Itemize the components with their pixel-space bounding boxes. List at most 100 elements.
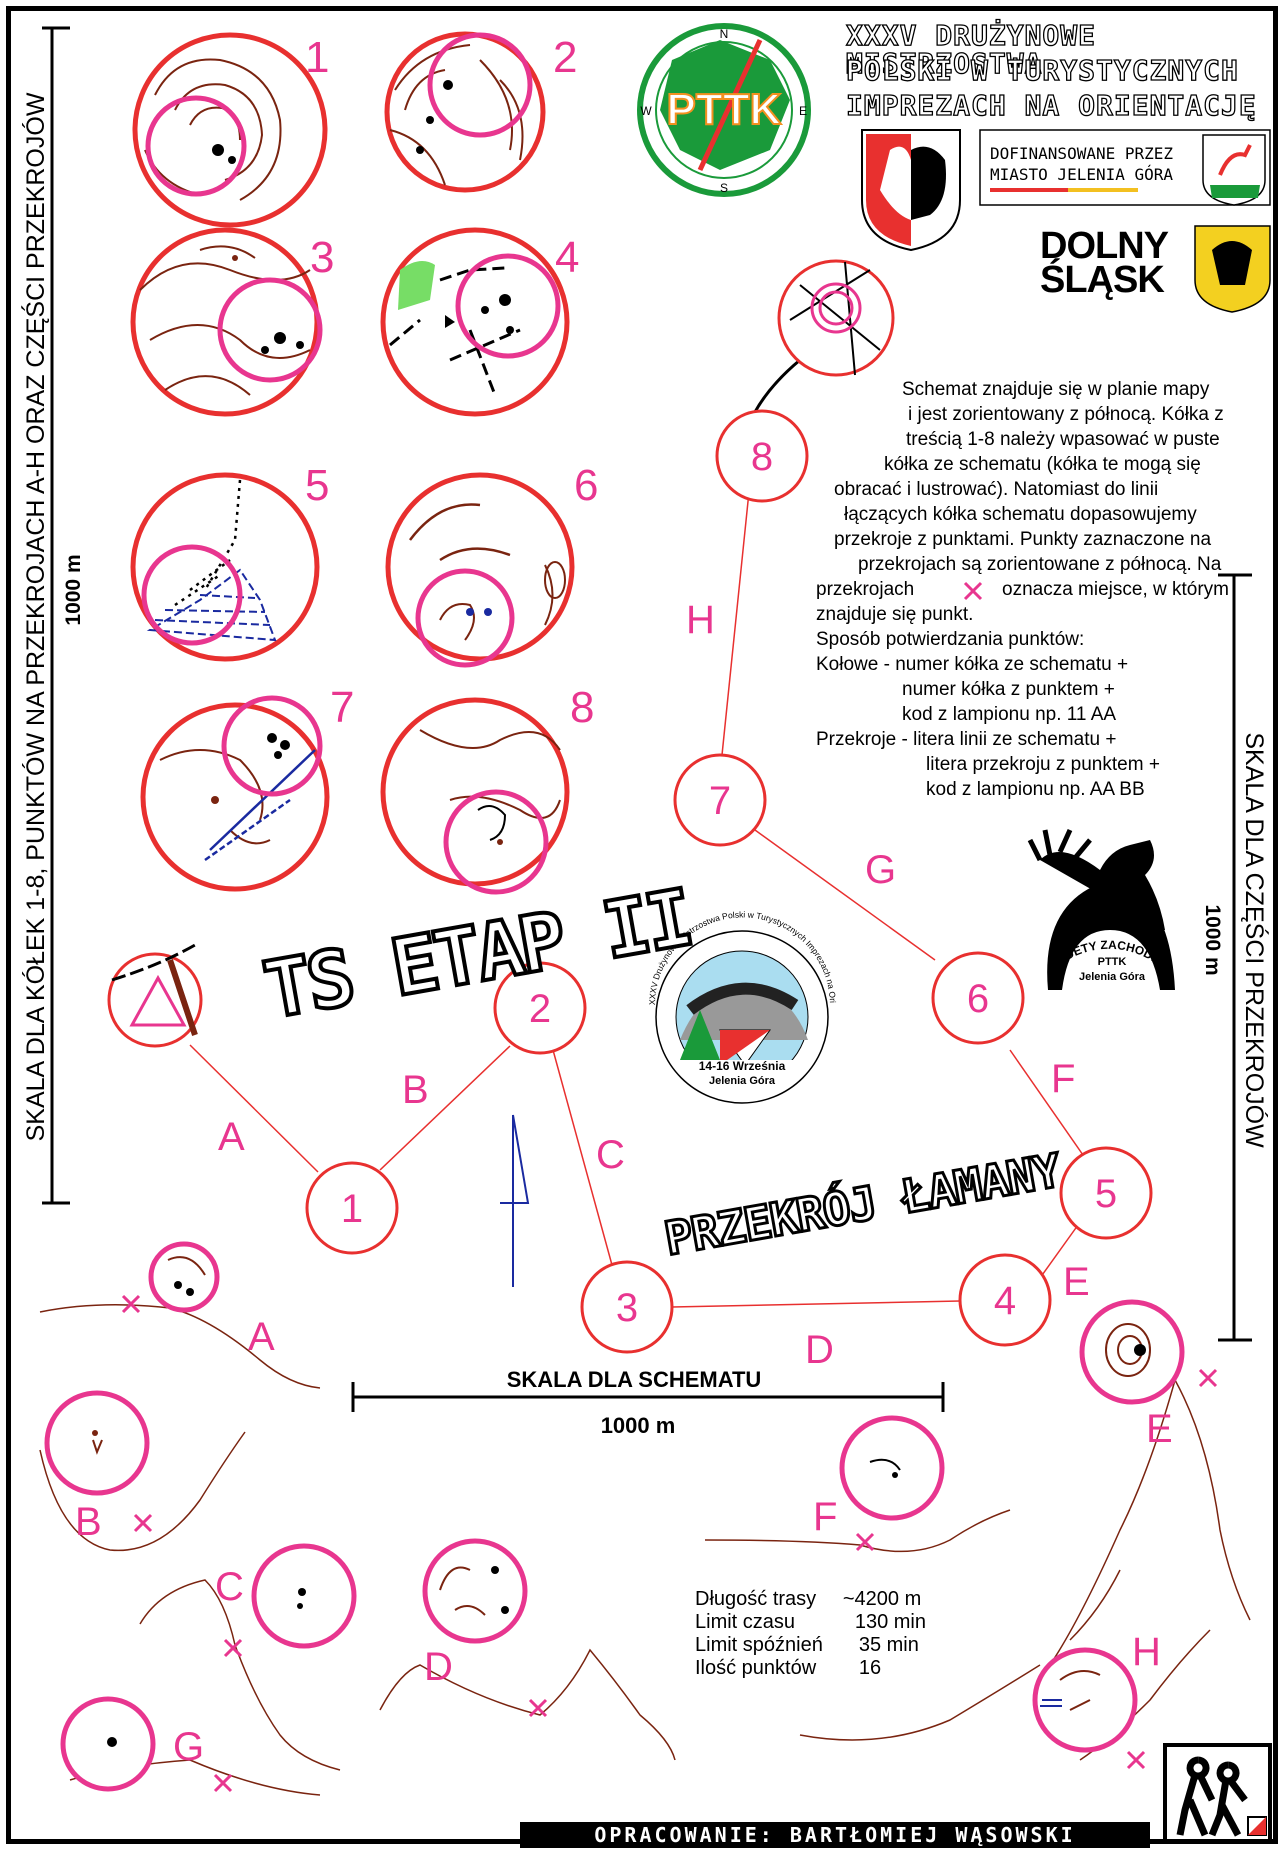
- event-badge-dates: 14-16 Września: [699, 1059, 786, 1073]
- schema-node-2: 2: [493, 961, 587, 1055]
- segment-label-f: F: [1051, 1057, 1075, 1101]
- footer-author: OPRACOWANIE: BARTŁOMIEJ WĄSOWSKI: [520, 1822, 1150, 1848]
- start-triangle-icon: [129, 974, 187, 1027]
- profile-circle-f: [839, 1415, 945, 1521]
- circle-5-label: 5: [305, 461, 329, 510]
- svg-text:ŚLĄSK: ŚLĄSK: [1040, 257, 1165, 301]
- segment-label-g: G: [865, 848, 896, 892]
- segment-label-e: E: [1063, 1260, 1090, 1304]
- right-scale-distance: 1000 m: [1201, 904, 1224, 975]
- silesia-coat-of-arms-icon: [861, 129, 961, 252]
- svg-text:1: 1: [341, 1187, 363, 1231]
- circle-3: [130, 227, 323, 417]
- instruction-line-10: znajduje się punkt.: [816, 604, 974, 625]
- profile-circle-b: [44, 1390, 150, 1496]
- circle-1: [132, 32, 328, 228]
- svg-text:8: 8: [751, 435, 773, 479]
- section-labels: A B C D E F G H: [75, 1315, 1173, 1769]
- left-scale-distance: 1000 m: [62, 554, 85, 625]
- instruction-line-12: Kołowe - numer kółka ze schematu +: [816, 654, 1129, 675]
- section-label-h: H: [1132, 1630, 1161, 1674]
- compass-w: W: [640, 104, 652, 118]
- circle-1-label: 1: [305, 33, 329, 82]
- event-badge-city: Jelenia Góra: [709, 1075, 776, 1087]
- right-scale-title: SKALA DLA CZĘŚCI PRZEKROJÓW: [1240, 732, 1270, 1148]
- circle-8-label: 8: [570, 683, 594, 732]
- section-label-f: F: [813, 1495, 837, 1539]
- section-label-g: G: [173, 1725, 204, 1769]
- instruction-line-4: kółka ze schematu (kółka te mogą się: [884, 454, 1201, 475]
- circle-7: [140, 695, 330, 892]
- circle-4: [380, 227, 570, 417]
- svg-text:2: 2: [529, 987, 551, 1031]
- profile-circle-a: [148, 1241, 220, 1313]
- svg-text:PTTK: PTTK: [667, 85, 782, 134]
- header-title-line-3: Imprezach na Orientację: [845, 89, 1257, 122]
- profile-circle-c: [251, 1543, 357, 1649]
- section-label-c: C: [215, 1565, 244, 1609]
- svg-text:PRZEKRÓJ ŁAMANY: PRZEKRÓJ ŁAMANY: [661, 1143, 1066, 1266]
- instruction-line-2: i jest zorientowany z północą. Kółka z: [908, 404, 1224, 425]
- left-scale-title: SKALA DLA KÓŁEK 1-8, PUNKTÓW NA PRZEKROJ…: [20, 92, 50, 1141]
- segment-label-d: D: [805, 1328, 834, 1372]
- sponsor-line1: DOFINANSOWANE PRZEZ: [990, 144, 1173, 163]
- schema-lines: [189, 481, 1084, 1308]
- left-scale-bar: SKALA DLA KÓŁEK 1-8, PUNKTÓW NA PRZEKROJ…: [20, 26, 85, 1205]
- schema-node-1: 1: [305, 1161, 399, 1255]
- instruction-line-3: treścią 1-8 należy wpasować w puste: [906, 429, 1220, 450]
- schema-node-3: 3: [580, 1260, 674, 1354]
- instruction-line-8: przekrojach są zorientowane z północą. N…: [858, 554, 1222, 575]
- schema-scale-distance: 1000 m: [601, 1413, 676, 1438]
- schema-scale-title: SKALA DLA SCHEMATU: [507, 1367, 762, 1392]
- svg-text:TS ETAP II: TS ETAP II: [258, 873, 697, 1036]
- schema-node-4: 4: [958, 1253, 1052, 1347]
- stage-title: TS ETAP II: [256, 871, 699, 1038]
- instruction-line-16: litera przekroju z punktem +: [926, 754, 1160, 775]
- instruction-line-5: obracać i lustrować). Natomiast do linii: [834, 479, 1159, 500]
- circle-7-label: 7: [330, 683, 354, 732]
- circle-6-label: 6: [574, 461, 598, 510]
- header-title-line-2: Polski w Turystycznych: [845, 54, 1239, 87]
- sponsor-box: DOFINANSOWANE PRZEZ MIASTO JELENIA GÓRA: [979, 129, 1271, 206]
- legend-x-marker-icon: [963, 581, 983, 601]
- circle-2: [384, 31, 546, 193]
- north-arrow-icon: [500, 1114, 530, 1287]
- finish-circle-icon: [818, 290, 854, 326]
- instruction-line-14: kod z lampionu np. 11 AA: [902, 704, 1117, 725]
- segment-label-c: C: [596, 1133, 625, 1177]
- svg-text:6: 6: [967, 977, 989, 1021]
- stat-row: Długość trasy~4200 m: [695, 1588, 922, 1610]
- svg-text:DOLNY: DOLNY: [1040, 225, 1169, 267]
- circle-5: [130, 472, 320, 662]
- schema-node-6: 6: [931, 951, 1025, 1045]
- schema-start-circle: [107, 943, 203, 1048]
- instruction-line-13: numer kółka z punktem +: [902, 679, 1115, 700]
- sponsor-line2: MIASTO JELENIA GÓRA: [990, 165, 1173, 184]
- profile-circle-e: [1079, 1299, 1185, 1405]
- schema-node-8: 8: [715, 409, 809, 503]
- instruction-line-15: Przekroje - litera linii ze schematu +: [816, 729, 1117, 750]
- profile-circle-g: [60, 1696, 156, 1792]
- sudety-city: Jelenia Góra: [1079, 971, 1146, 983]
- svg-text:7: 7: [709, 779, 731, 823]
- sudety-org: PTTK: [1098, 956, 1127, 968]
- segment-label-h: H: [686, 598, 715, 642]
- section-label-e: E: [1146, 1407, 1173, 1451]
- header-title-line-1: XXXV Drużynowe Mistrzostwa: [845, 19, 1097, 80]
- profile-circle-d: [422, 1538, 528, 1644]
- schema-finish-circle: [777, 259, 895, 377]
- section-label-d: D: [424, 1645, 453, 1689]
- circle-8: [380, 697, 570, 895]
- instruction-line-6: łączących kółka schematu dopasowujemy: [844, 504, 1197, 525]
- compass-s: S: [720, 181, 728, 195]
- instruction-line-1: Schemat znajduje się w planie mapy: [902, 379, 1210, 400]
- section-x-markers: [121, 1294, 1218, 1793]
- instruction-line-7: przekroje z punktami. Punkty zaznaczone …: [834, 529, 1212, 550]
- circle-3-label: 3: [310, 233, 334, 282]
- section-label-a: A: [248, 1315, 275, 1359]
- schema-node-5: 5: [1059, 1146, 1153, 1240]
